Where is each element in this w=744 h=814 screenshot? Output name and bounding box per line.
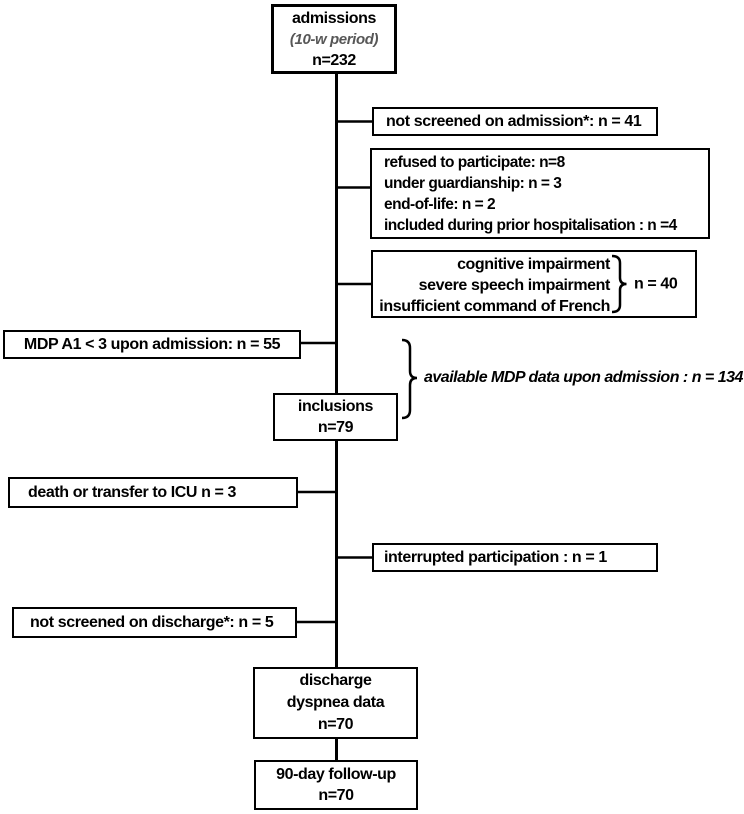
discharge-count: n=70 [317, 716, 354, 733]
admissions-box: admissions (10-w period) n=232 [271, 4, 397, 74]
death-icu-box: death or transfer to ICU n = 3 [8, 477, 298, 508]
mdp-low-label: MDP A1 < 3 upon admission: n = 55 [23, 336, 281, 353]
admissions-title: admissions [291, 9, 377, 27]
exclusion-prior-hosp: included during prior hospitalisation : … [384, 217, 677, 234]
exclusion-end-of-life: end-of-life: n = 2 [384, 196, 496, 213]
not-screened-admission-label: not screened on admission*: n = 41 [386, 113, 642, 130]
followup-title: 90-day follow-up [276, 766, 396, 783]
death-icu-label: death or transfer to ICU n = 3 [28, 484, 237, 501]
not-screened-admission-box: not screened on admission*: n = 41 [372, 107, 658, 136]
impairments-count: n = 40 [634, 275, 678, 293]
discharge-line2: dyspnea data [286, 694, 385, 711]
admissions-subtitle: (10-w period) [289, 30, 379, 48]
followup-box: 90-day follow-up n=70 [254, 760, 418, 810]
admissions-count: n=232 [312, 51, 356, 69]
exclusion-guardianship: under guardianship: n = 3 [384, 175, 562, 192]
not-screened-discharge-label: not screened on discharge*: n = 5 [30, 614, 274, 631]
mdp-low-box: MDP A1 < 3 upon admission: n = 55 [3, 330, 301, 359]
discharge-line1: discharge [299, 672, 372, 689]
impairments-box: cognitive impairment severe speech impai… [371, 250, 697, 318]
not-screened-discharge-box: not screened on discharge*: n = 5 [12, 607, 297, 638]
inclusions-title: inclusions [297, 398, 374, 415]
impairment-speech: severe speech impairment [418, 277, 611, 294]
exclusions-box: refused to participate: n=8 under guardi… [370, 148, 710, 239]
impairment-french: insufficient command of French [379, 298, 610, 315]
interrupted-box: interrupted participation : n = 1 [372, 543, 658, 572]
inclusions-box: inclusions n=79 [273, 393, 398, 441]
impairments-lines: cognitive impairment severe speech impai… [373, 254, 610, 317]
impairment-cognitive: cognitive impairment [457, 256, 610, 273]
discharge-box: discharge dyspnea data n=70 [253, 667, 418, 739]
exclusion-refused: refused to participate: n=8 [384, 154, 565, 171]
inclusions-count: n=79 [317, 419, 354, 436]
available-mdp-label: available MDP data upon admission : n = … [424, 369, 743, 386]
interrupted-label: interrupted participation : n = 1 [384, 549, 607, 566]
followup-count: n=70 [318, 787, 354, 804]
